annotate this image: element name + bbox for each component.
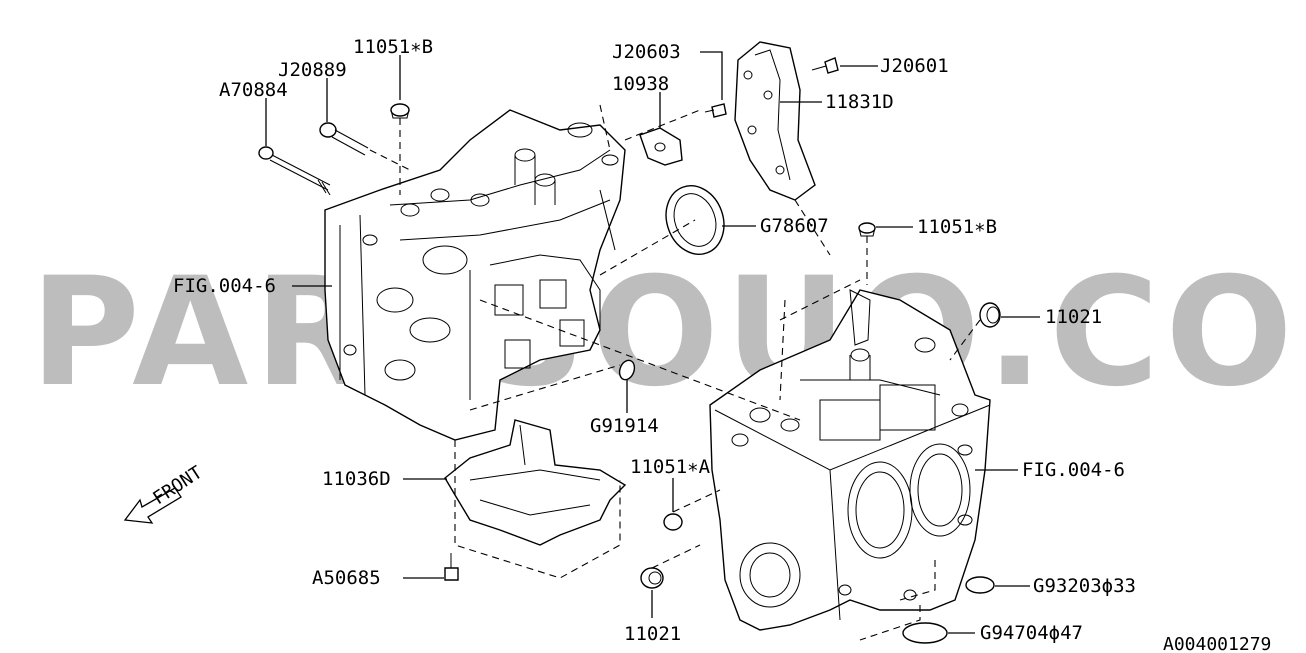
callout-11051b-top[interactable]: 11051∗B (353, 36, 433, 58)
callout-10938[interactable]: 10938 (612, 73, 669, 95)
callout-g94704[interactable]: G94704ϕ47 (980, 622, 1083, 644)
long-bolt-a70884 (258, 146, 331, 196)
front-indicator: FRONT (123, 462, 206, 524)
callout-j20603[interactable]: J20603 (612, 41, 681, 63)
callout-g93203[interactable]: G93203ϕ33 (1033, 575, 1136, 597)
callout-11051b-mid[interactable]: 11051∗B (917, 216, 997, 238)
callout-11021-bottom[interactable]: 11021 (624, 623, 681, 645)
callout-fig-right[interactable]: FIG.004-6 (1022, 459, 1125, 481)
callout-g78607[interactable]: G78607 (760, 215, 829, 237)
bolt-j20603 (704, 103, 727, 118)
bolt-j20889 (319, 122, 369, 156)
plug-11021-right (979, 302, 1001, 328)
leader-lines (265, 51, 1040, 634)
timing-cover (734, 41, 816, 201)
callout-11036d[interactable]: 11036D (322, 468, 391, 490)
bracket (639, 127, 683, 166)
bolt-a50685 (444, 553, 459, 581)
o-ring-g93203 (965, 576, 995, 594)
callout-j20889[interactable]: J20889 (278, 59, 347, 81)
bolt-j20601 (811, 57, 839, 74)
baffle-plate (444, 419, 627, 546)
front-label: FRONT (149, 462, 206, 509)
document-id: A004001279 (1163, 634, 1271, 653)
callout-a50685[interactable]: A50685 (312, 567, 381, 589)
plug-11051b-top (390, 103, 410, 119)
callout-a70884[interactable]: A70884 (219, 79, 288, 101)
assembly-lines (369, 104, 981, 641)
right-cylinder-block (709, 289, 991, 631)
callout-fig-left[interactable]: FIG.004-6 (173, 275, 276, 297)
callout-g91914[interactable]: G91914 (590, 415, 659, 437)
o-ring-g94704 (902, 622, 948, 644)
o-ring-g91914 (618, 359, 636, 381)
plug-11021-bottom (640, 567, 664, 589)
plug-11051a (663, 513, 683, 531)
callout-11831d[interactable]: 11831D (825, 91, 894, 113)
callout-11021-right[interactable]: 11021 (1045, 306, 1102, 328)
callout-j20601[interactable]: J20601 (880, 55, 949, 77)
plug-11051b-mid (858, 222, 876, 237)
watermark: PARTSOUQ.COM (30, 246, 1306, 420)
callout-11051a[interactable]: 11051∗A (630, 456, 711, 478)
